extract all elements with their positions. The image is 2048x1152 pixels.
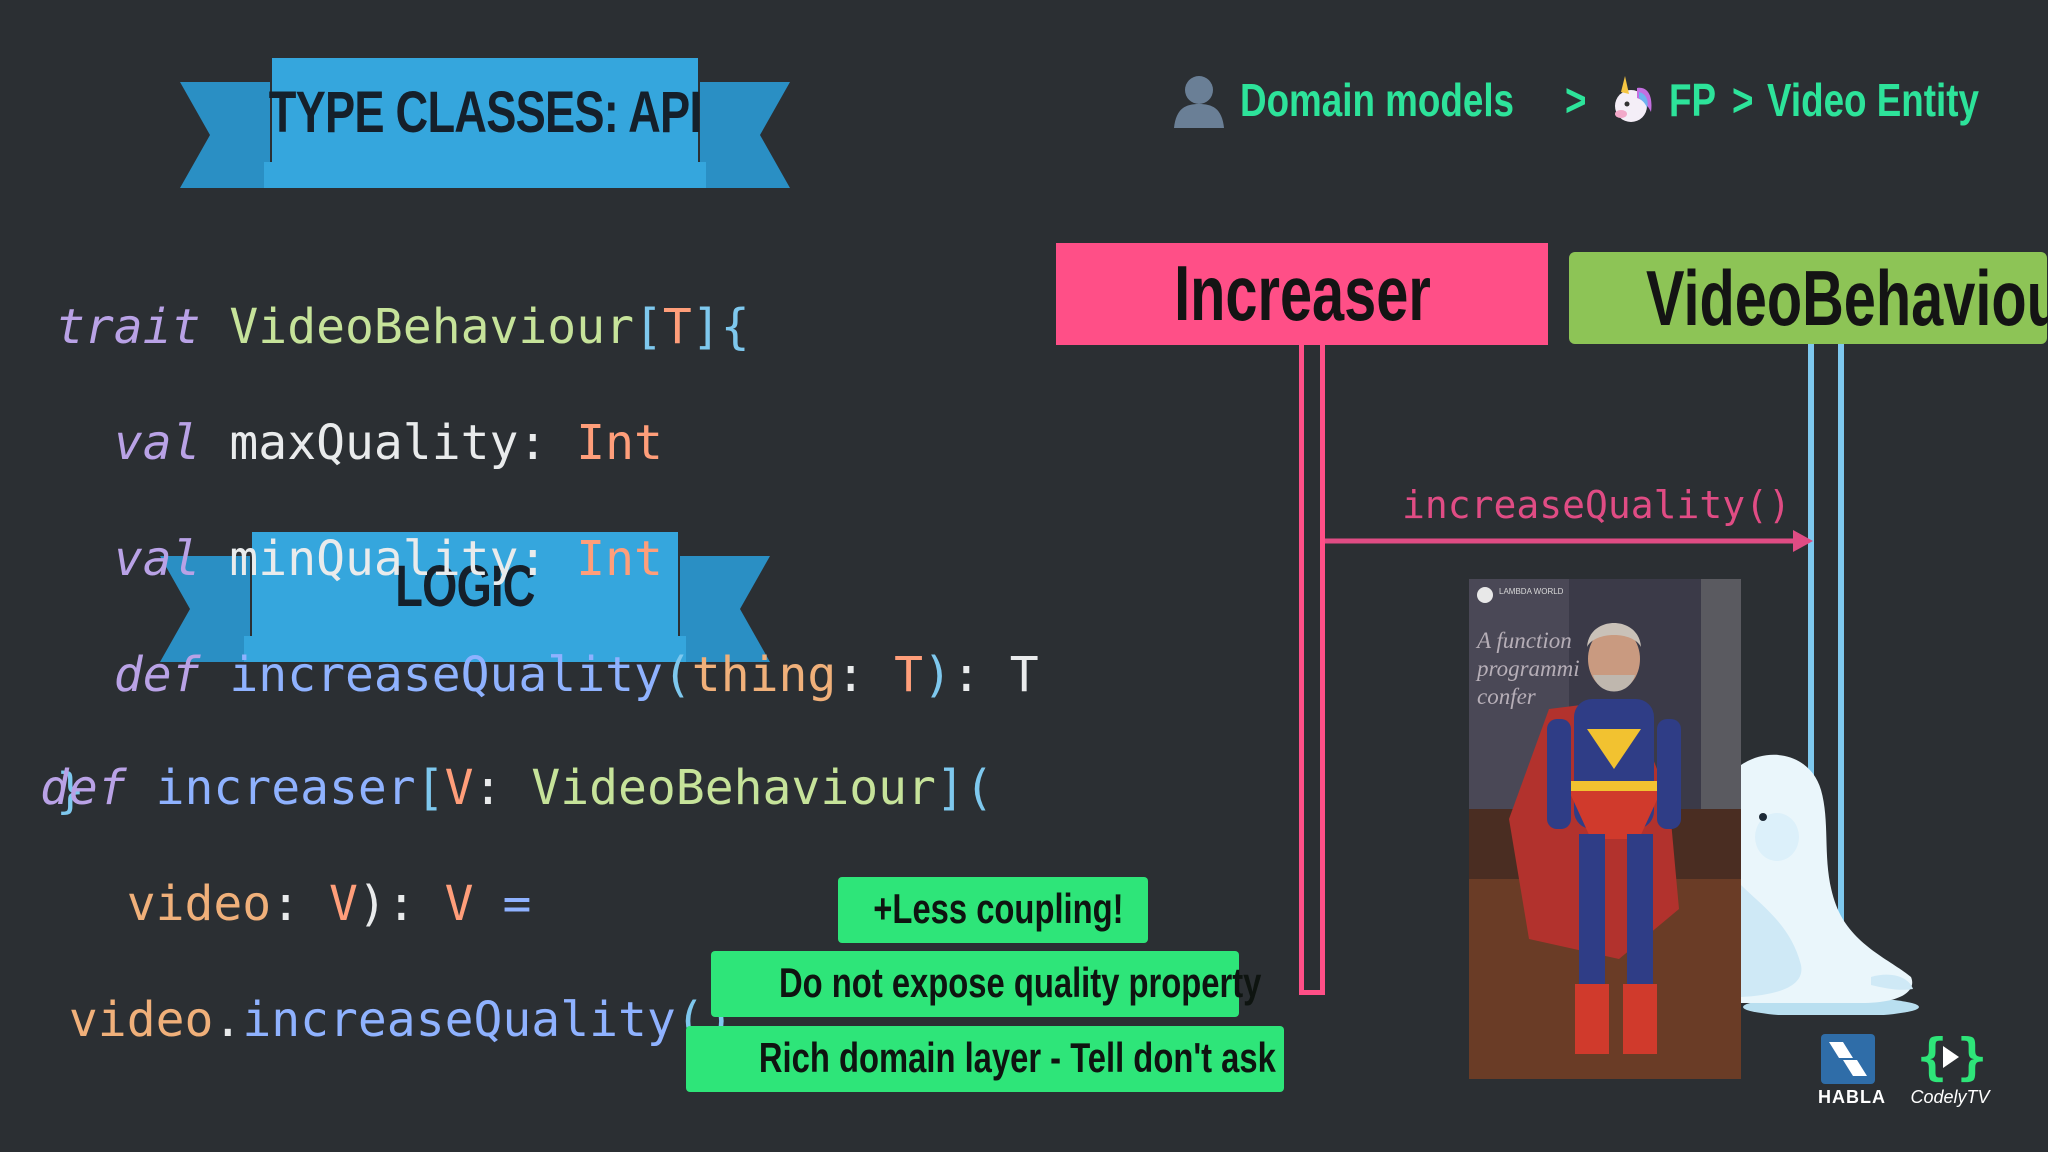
code-keyword: trait [56,299,201,355]
ribbon-type-classes-api: TYPE CLASSES: API [180,58,790,198]
seal-icon [1741,754,1919,1017]
code-bracket: ]( [935,760,994,816]
photo-caption-line: programmi [1477,656,1580,681]
code-type: Int [576,531,663,587]
note-text: Do not expose quality property [779,959,1262,1006]
unicorn-icon [1615,76,1652,122]
code-type-param: V [444,760,474,816]
code-colon: : [518,415,548,471]
code-function: increaseQuality [242,992,676,1048]
code-type-param: V [329,876,358,932]
code-param: thing [691,647,837,703]
habla-logo-label: HABLA [1818,1087,1886,1107]
code-keyword: def [113,647,201,703]
code-dot: . [213,992,243,1048]
ribbon-logic: LOGIC [160,532,770,672]
message-arrow [1325,528,1815,559]
code-bracket: [ [633,299,663,355]
photo-badge: LAMBDA WORLD [1499,587,1564,596]
note-less-coupling: +Less coupling! [838,877,1148,943]
code-object: video [68,992,214,1048]
code-keyword: val [113,531,201,587]
code-function: increaseQuality [229,647,663,703]
actor-increaser: Increaser [1056,243,1548,345]
code-keyword: def [40,760,127,816]
note-text: +Less coupling! [873,885,1124,932]
code-colon: : [836,647,866,703]
photo-caption-line: A function [1477,628,1572,653]
code-paren: ): [357,876,416,932]
user-silhouette-icon [1174,76,1224,128]
ribbon-shape [160,532,770,662]
svg-text:}: } [1957,1030,1985,1084]
code-type-name: VideoBehaviour [531,760,936,816]
code-member: minQuality [229,531,519,587]
code-member: maxQuality [229,415,519,471]
code-paren: ( [662,647,692,703]
code-line: def increaseQuality(thing: T): T [56,646,1039,704]
ribbon-shape [180,58,790,188]
codelytv-logo: { } CodelyTV [1906,1028,1994,1108]
api-code-block: trait VideoBehaviour[T]{ val maxQuality:… [56,240,1039,878]
code-line: trait VideoBehaviour[T]{ [56,298,1039,356]
note-text: Rich domain layer - Tell don't ask [758,1034,1276,1081]
code-keyword: val [113,415,201,471]
breadcrumb-item-domain-models[interactable]: Domain models [1240,74,1515,126]
code-line: def increaser[V: VideoBehaviour]( [40,759,994,817]
habla-logo: HABLA [1818,1034,1886,1108]
ribbon-title-logic: LOGIC [395,554,535,619]
code-paren: ) [923,647,952,703]
arrow-right-icon [1325,530,1813,552]
code-type-param: V [444,876,474,932]
actor-videobehaviour: VideoBehaviour [1569,252,2048,344]
code-line: val maxQuality: Int [56,414,1039,472]
photo-caption: A function programmi confer [1477,627,1580,711]
code-return-type: T [1009,647,1039,703]
code-param: video [126,876,272,932]
breadcrumb-item-video-entity[interactable]: Video Entity [1767,74,1980,126]
code-bracket: } [56,763,85,819]
code-colon: : [951,647,981,703]
codelytv-logo-label: CodelyTV [1910,1087,1990,1107]
note-rich-domain: Rich domain layer - Tell don't ask [686,1026,1284,1092]
actor-increaser-label: Increaser [1173,249,1431,337]
habla-logo-icon [1821,1034,1875,1084]
note-do-not-expose: Do not expose quality property [711,951,1261,1017]
breadcrumb-item-fp[interactable]: FP [1669,74,1717,126]
actor-videobehaviour-label: VideoBehaviour [1646,254,2048,342]
code-type-param: T [894,647,924,703]
lifeline-increaser [1299,344,1325,995]
breadcrumb-separator: > [1564,74,1587,126]
logic-code-block: def increaser[V: VideoBehaviour]( video:… [40,701,994,1107]
speaker-photo: A function programmi confer LAMBDA WORLD [1469,579,1741,1079]
ribbon-title-api: TYPE CLASSES: API [268,80,702,145]
message-label: increaseQuality() [1402,483,1791,527]
lifeline-videobehaviour [1808,344,1844,924]
codelytv-logo-icon: { } [1917,1028,1987,1086]
code-colon: : [473,760,503,816]
breadcrumb: Domain models > FP > Video Entity [1170,70,2032,130]
svg-text:{: { [1917,1030,1947,1084]
code-colon: : [518,531,548,587]
code-equals: = [502,876,532,932]
code-type-param: T [662,299,692,355]
photo-caption-line: confer [1477,684,1536,709]
code-line: video.increaseQuality() [40,991,994,1049]
breadcrumb-separator: > [1732,74,1754,126]
code-bracket: [ [415,760,445,816]
code-line: val minQuality: Int [56,530,1039,588]
code-line: } [56,762,1039,820]
code-line: video: V): V = [40,875,994,933]
code-function: increaser [155,760,416,816]
seal-mascot [1741,745,1921,1020]
code-bracket: ]{ [691,299,750,355]
code-type: Int [576,415,663,471]
code-type-name: VideoBehaviour [229,299,634,355]
code-colon: : [271,876,301,932]
speaker-photo-illustration [1469,579,1741,1079]
